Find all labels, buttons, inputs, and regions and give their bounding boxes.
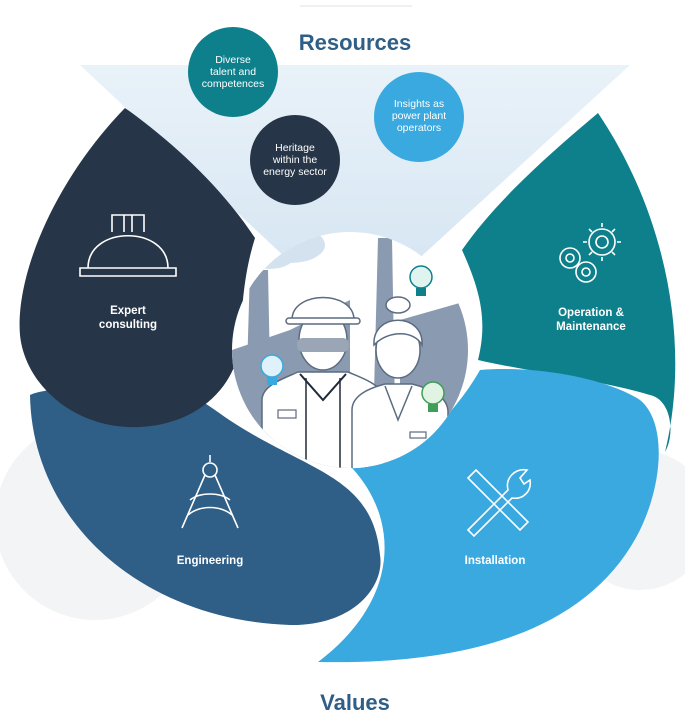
resources-heading: Resources xyxy=(298,30,412,55)
segment-label-operation-maintenance: Operation & Maintenance xyxy=(556,307,626,333)
resources-funnel xyxy=(80,65,630,320)
bubble-diverse-talent xyxy=(188,27,278,117)
segment-engineering[interactable] xyxy=(30,383,381,626)
tools-icon xyxy=(466,468,532,538)
segment-label-installation: Installation xyxy=(464,555,526,567)
compass-icon xyxy=(181,455,239,529)
bubble-diverse-talent-label: Diverse talent and competences xyxy=(201,54,265,90)
segment-installation[interactable] xyxy=(318,369,659,663)
bubble-insights-label: Insights as power plant operators xyxy=(391,98,447,134)
gears-icon xyxy=(559,223,621,283)
lightbulb-icon xyxy=(409,265,433,296)
hard-hat-icon xyxy=(79,214,177,277)
lightbulb-icon xyxy=(260,354,284,385)
segment-label-engineering: Engineering xyxy=(176,555,244,567)
values-heading: Values xyxy=(320,690,390,715)
segment-operation-maintenance[interactable] xyxy=(462,113,676,452)
bubble-heritage xyxy=(250,115,340,205)
bubble-insights xyxy=(374,72,464,162)
segment-label-expert-consulting: Expert consulting xyxy=(98,305,158,331)
bubble-heritage-label: Heritage within the energy sector xyxy=(263,142,327,178)
lightbulb-icon xyxy=(421,381,445,412)
